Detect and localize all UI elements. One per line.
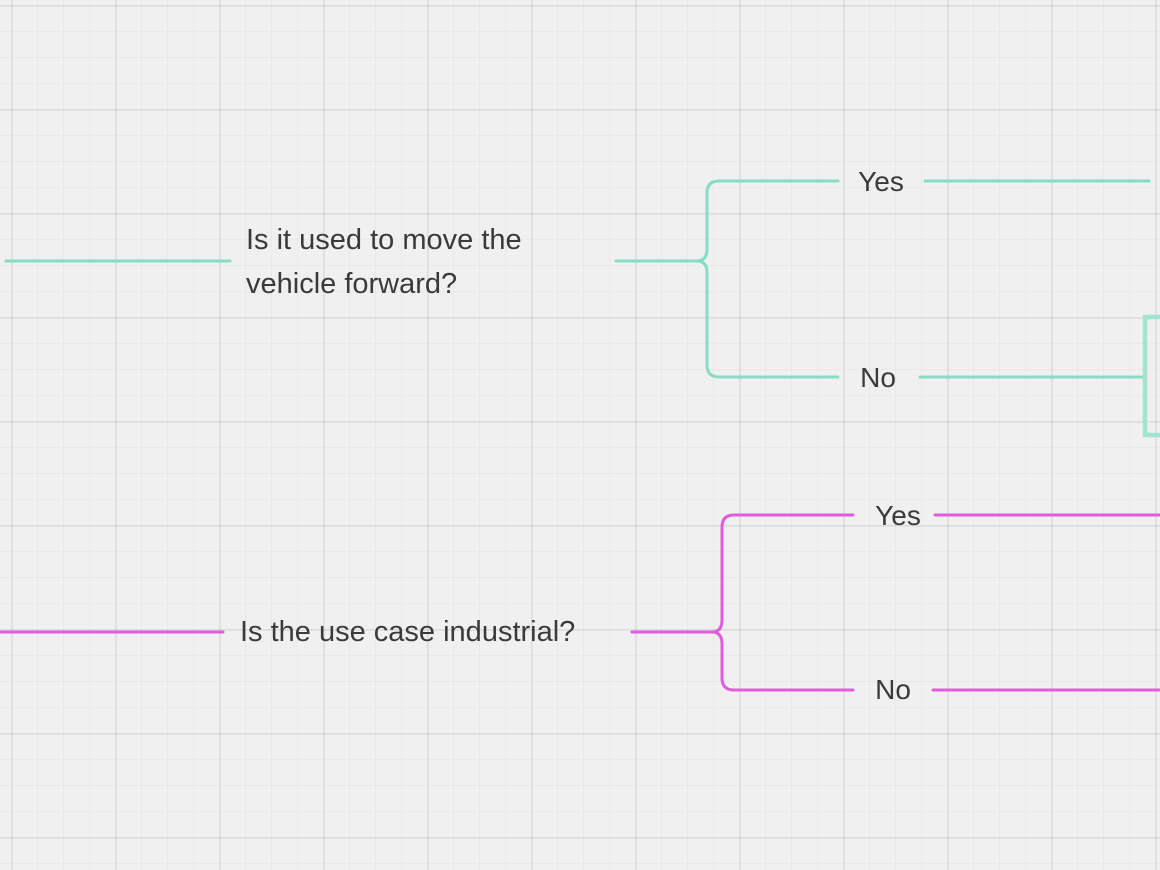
q1-no-target-box[interactable]: [1142, 314, 1160, 438]
q1-connector-group: [4, 179, 1160, 438]
q1-brace-connector[interactable]: [695, 179, 840, 379]
question-node-1[interactable]: Is it used to move the vehicle forward?: [246, 224, 530, 300]
q2-brace-connector[interactable]: [710, 513, 855, 692]
q1-no-label[interactable]: No: [860, 362, 896, 393]
q2-no-label[interactable]: No: [875, 674, 911, 705]
q1-yes-label[interactable]: Yes: [858, 166, 904, 197]
q2-yes-label[interactable]: Yes: [875, 500, 921, 531]
q2-connector-group: [0, 513, 1160, 692]
question-node-2[interactable]: Is the use case industrial?: [240, 616, 576, 648]
